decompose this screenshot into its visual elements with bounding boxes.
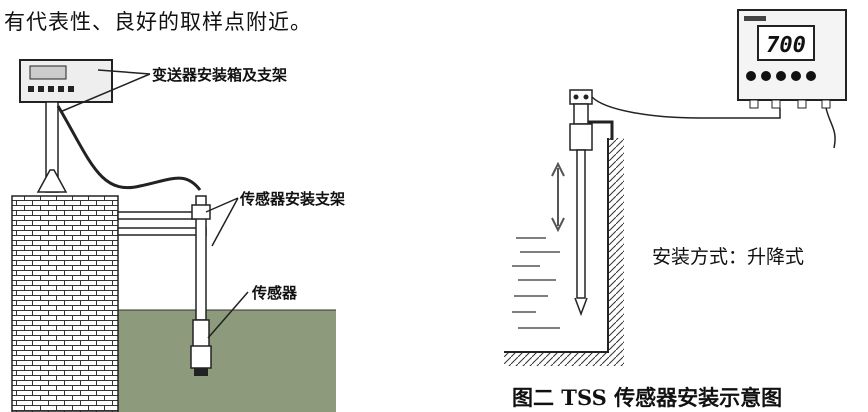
leader-sensor (207, 291, 249, 339)
figure-2: 700 (504, 9, 847, 366)
intro-text: 有代表性、良好的取样点附近。 (4, 10, 312, 34)
sensor-cable (56, 105, 202, 191)
tank-wall-hatch (608, 138, 624, 352)
lift-arrow (551, 161, 565, 233)
bracket-arm-lower (117, 227, 207, 236)
sensor-probe (190, 319, 212, 376)
controller-unit (737, 9, 847, 149)
figure-1 (11, 59, 336, 412)
label-sensor: 传感器 (252, 284, 298, 302)
controller-display-value: 700 (766, 33, 806, 58)
label-sensor-bracket: 传感器安装支架 (240, 190, 346, 208)
water-tank (118, 310, 336, 412)
mounting-arm (584, 120, 614, 140)
install-mode-text: 安装方式：升降式 (652, 246, 805, 268)
leader-transmitter (59, 69, 151, 113)
lift-sensor (569, 89, 593, 317)
controller-cable (591, 96, 781, 119)
post-base (36, 169, 68, 193)
transmitter-box (19, 59, 113, 103)
water-lines (512, 237, 560, 329)
tank-floor-hatch (504, 352, 624, 366)
figure-2-caption: 图二 TSS 传感器安装示意图 (512, 385, 783, 410)
leader-bracket (205, 197, 239, 247)
brick-wall (11, 195, 119, 412)
label-transmitter-box: 变送器安装箱及支架 (152, 66, 288, 84)
